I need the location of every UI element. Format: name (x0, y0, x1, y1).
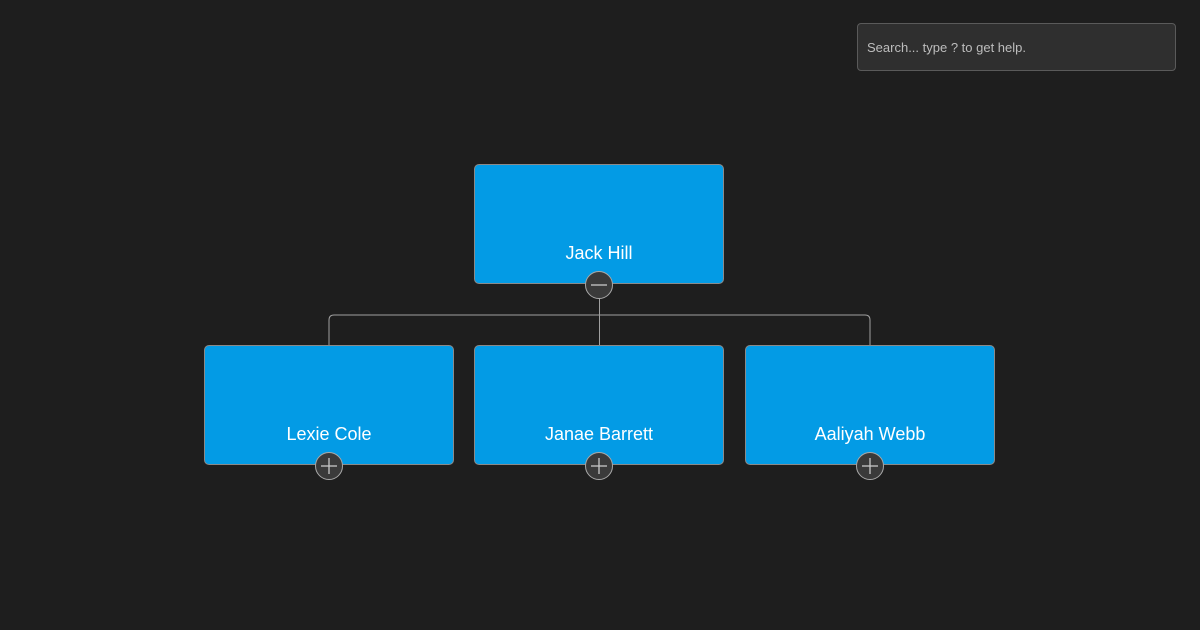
node-name: Lexie Cole (286, 424, 372, 444)
collapse-button[interactable] (585, 271, 613, 299)
plus-icon (591, 458, 607, 474)
search-input[interactable] (867, 24, 1175, 70)
org-node-child[interactable]: Aaliyah Webb (745, 345, 995, 465)
plus-icon (862, 458, 878, 474)
minus-icon (591, 284, 607, 286)
org-node-child[interactable]: Lexie Cole (204, 345, 454, 465)
expand-button[interactable] (585, 452, 613, 480)
connector-left-curve (328, 314, 335, 345)
plus-icon (321, 458, 337, 474)
expand-button[interactable] (315, 452, 343, 480)
node-name: Jack Hill (565, 243, 633, 263)
expand-button[interactable] (856, 452, 884, 480)
node-name: Aaliyah Webb (814, 424, 926, 444)
search-box[interactable] (857, 23, 1176, 71)
connector-right-curve (864, 314, 871, 345)
org-node-root[interactable]: Jack Hill (474, 164, 724, 284)
org-node-child[interactable]: Janae Barrett (474, 345, 724, 465)
node-name: Janae Barrett (544, 424, 654, 444)
